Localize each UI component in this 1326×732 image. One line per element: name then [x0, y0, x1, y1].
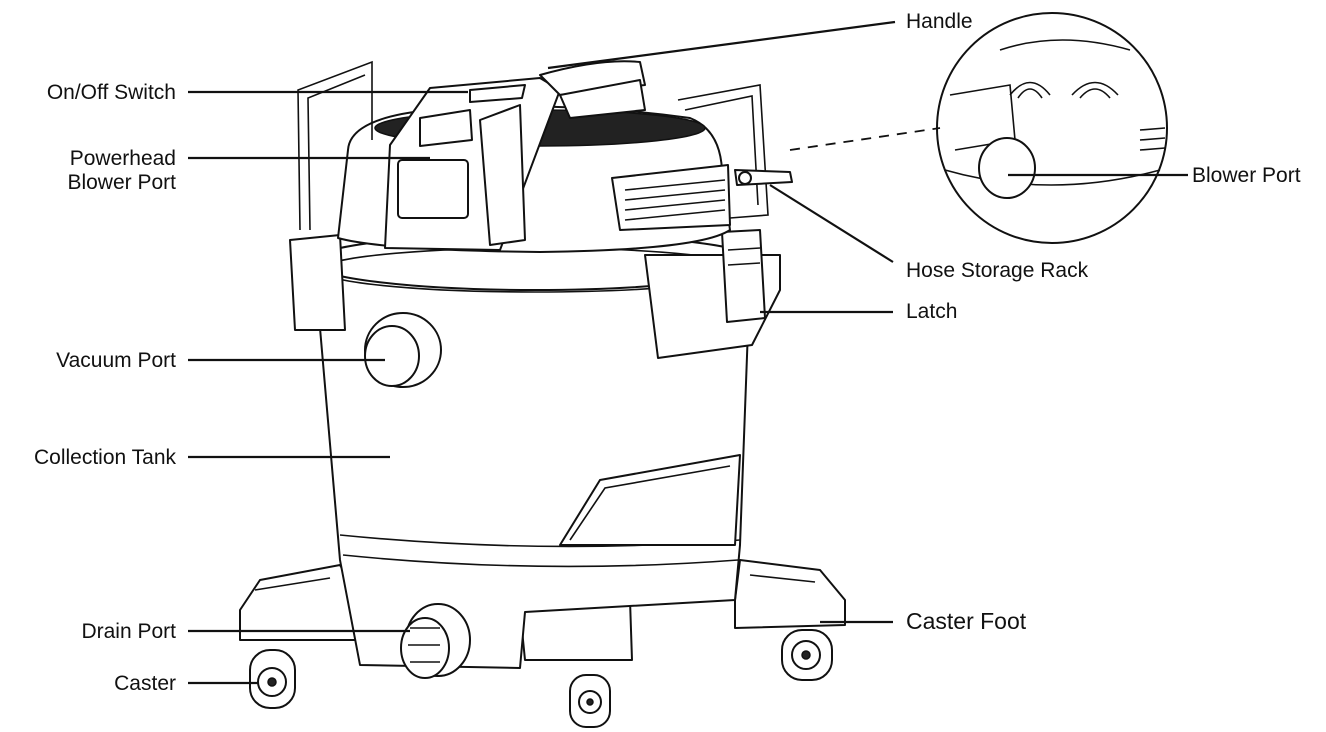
label-vacuum-port: Vacuum Port [56, 349, 176, 372]
blower-port-inset [936, 12, 1168, 244]
zoom-connector [789, 127, 941, 151]
drain-port [400, 603, 471, 679]
powerhead [337, 60, 731, 253]
hose-storage-rack [734, 169, 793, 186]
side-brackets [289, 229, 781, 359]
vacuum-port [364, 312, 442, 388]
caster-wheels [249, 629, 833, 728]
label-handle: Handle [906, 10, 973, 33]
label-blower-port: Blower Port [1192, 164, 1301, 187]
label-powerhead-line1: Powerhead [69, 147, 176, 170]
label-drain-port: Drain Port [81, 620, 176, 643]
label-caster: Caster [114, 672, 176, 695]
leader-lines [188, 20, 1188, 685]
label-hose-storage-rack: Hose Storage Rack [906, 259, 1089, 282]
wire-handles [297, 60, 769, 231]
label-powerhead-line2: Blower Port [67, 171, 176, 194]
label-caster-foot: Caster Foot [906, 608, 1027, 634]
label-on-off-switch: On/Off Switch [46, 81, 176, 104]
label-collection-tank: Collection Tank [33, 446, 176, 469]
label-latch: Latch [906, 300, 958, 323]
switch-shape [469, 84, 526, 103]
